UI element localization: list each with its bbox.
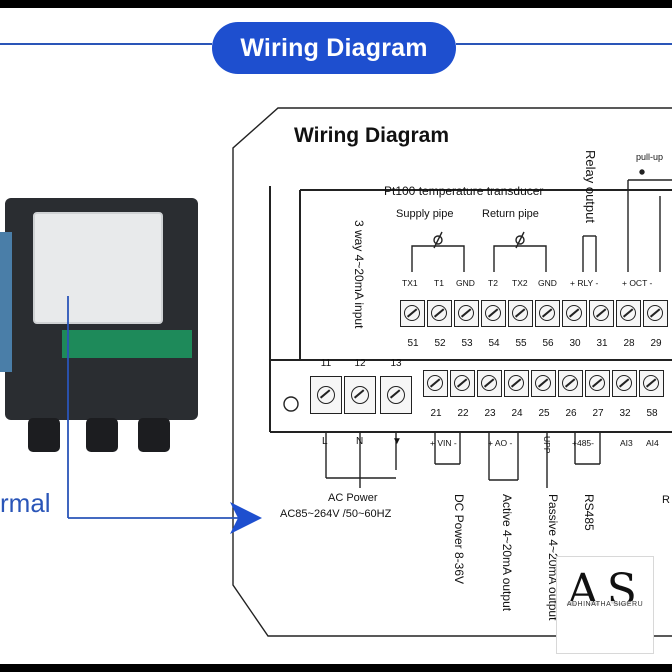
terminal-screw: [508, 300, 533, 327]
ac-power-range: AC85~264V /50~60HZ: [280, 508, 392, 520]
terminal-screw: [427, 300, 452, 327]
terminal-screw: [612, 370, 637, 397]
terminal-number: 56: [542, 338, 554, 349]
ground-symbol: ▼: [392, 436, 402, 447]
watermark-name: ADHINATHA SIGERU: [557, 601, 653, 608]
terminal-number: 22: [457, 408, 469, 419]
watermark-monogram: AS: [567, 565, 645, 616]
watermark-logo: AS ADHINATHA SIGERU: [556, 556, 654, 654]
power-signal: N: [356, 436, 364, 447]
terminal-number: 54: [488, 338, 500, 349]
power-signal: L: [322, 436, 328, 447]
ac-power-title: AC Power: [328, 492, 378, 504]
power-number: 12: [354, 358, 366, 369]
terminal-screw: [562, 300, 587, 327]
terminal-screw: [477, 370, 502, 397]
bottom-signal: AI3: [620, 438, 633, 448]
terminal-screw: [504, 370, 529, 397]
terminal-number: 26: [565, 408, 577, 419]
top-signal: TX1: [402, 278, 418, 288]
power-number: 11: [320, 358, 332, 369]
power-terminal: [310, 376, 342, 414]
top-signal: T1: [434, 278, 444, 288]
terminal-number: 53: [461, 338, 473, 349]
terminal-screw: [639, 370, 664, 397]
bottom-signal: UPP: [542, 436, 552, 454]
banner-title: Wiring Diagram: [212, 22, 456, 74]
input-label: 3 way 4~20mA input: [352, 220, 366, 329]
terminal-number: 23: [484, 408, 496, 419]
terminal-screw: [535, 300, 560, 327]
bottom-signal: AI4: [646, 438, 659, 448]
banner-line-left: [0, 43, 212, 45]
sensor-heading: Pt100 temperature transducer: [384, 184, 544, 198]
top-signal: GND: [456, 278, 475, 288]
cable-gland: [28, 418, 60, 452]
bottom-signal: +485-: [572, 438, 594, 448]
cable-gland: [138, 418, 170, 452]
return-pipe-label: Return pipe: [482, 208, 539, 220]
bottom-signal: + VIN -: [430, 438, 457, 448]
terminal-number: 32: [619, 408, 631, 419]
terminal-screw: [643, 300, 668, 327]
power-terminal: [344, 376, 376, 414]
terminal-screw: [454, 300, 479, 327]
terminal-screw: [589, 300, 614, 327]
terminal-number: 27: [592, 408, 604, 419]
top-signal: TX2: [512, 278, 528, 288]
top-signal: + OCT -: [622, 278, 653, 288]
bottom-border: [0, 664, 672, 672]
power-number: 13: [390, 358, 402, 369]
terminal-number: 29: [650, 338, 662, 349]
terminal-screw: [585, 370, 610, 397]
right-clipped-label: R: [662, 494, 670, 506]
panel-title: Wiring Diagram: [294, 124, 449, 147]
top-signal: GND: [538, 278, 557, 288]
terminal-screw: [531, 370, 556, 397]
active-output-label: Active 4~20mA output: [500, 494, 514, 612]
terminal-number: 24: [511, 408, 523, 419]
terminal-number: 55: [515, 338, 527, 349]
terminal-screw: [616, 300, 641, 327]
terminal-screw: [481, 300, 506, 327]
terminal-number: 52: [434, 338, 446, 349]
terminal-number: 28: [623, 338, 635, 349]
terminal-number: 51: [407, 338, 419, 349]
banner-line-right: [456, 43, 672, 45]
terminal-number: 25: [538, 408, 550, 419]
power-terminal: [380, 376, 412, 414]
device-side-strip: [0, 232, 12, 372]
bottom-signal: + AO -: [488, 438, 513, 448]
top-signal: T2: [488, 278, 498, 288]
terminal-number: 21: [430, 408, 442, 419]
terminal-screw: [450, 370, 475, 397]
rs485-label: RS485: [582, 494, 596, 531]
cable-gland: [86, 418, 118, 452]
dc-power-label: DC Power 8-36V: [452, 494, 466, 585]
pullup-label: pull-up: [636, 152, 664, 162]
terminal-number: 58: [646, 408, 658, 419]
terminal-number: 31: [596, 338, 608, 349]
external-label: rmal: [0, 488, 51, 518]
device-terminal-strip: [62, 330, 192, 358]
relay-output-label: Relay output: [583, 150, 598, 223]
terminal-screw: [558, 370, 583, 397]
device-display: [33, 212, 163, 324]
terminal-screw: [423, 370, 448, 397]
supply-pipe-label: Supply pipe: [396, 208, 454, 220]
top-border: [0, 0, 672, 8]
terminal-number: 30: [569, 338, 581, 349]
top-signal: + RLY -: [570, 278, 599, 288]
terminal-screw: [400, 300, 425, 327]
